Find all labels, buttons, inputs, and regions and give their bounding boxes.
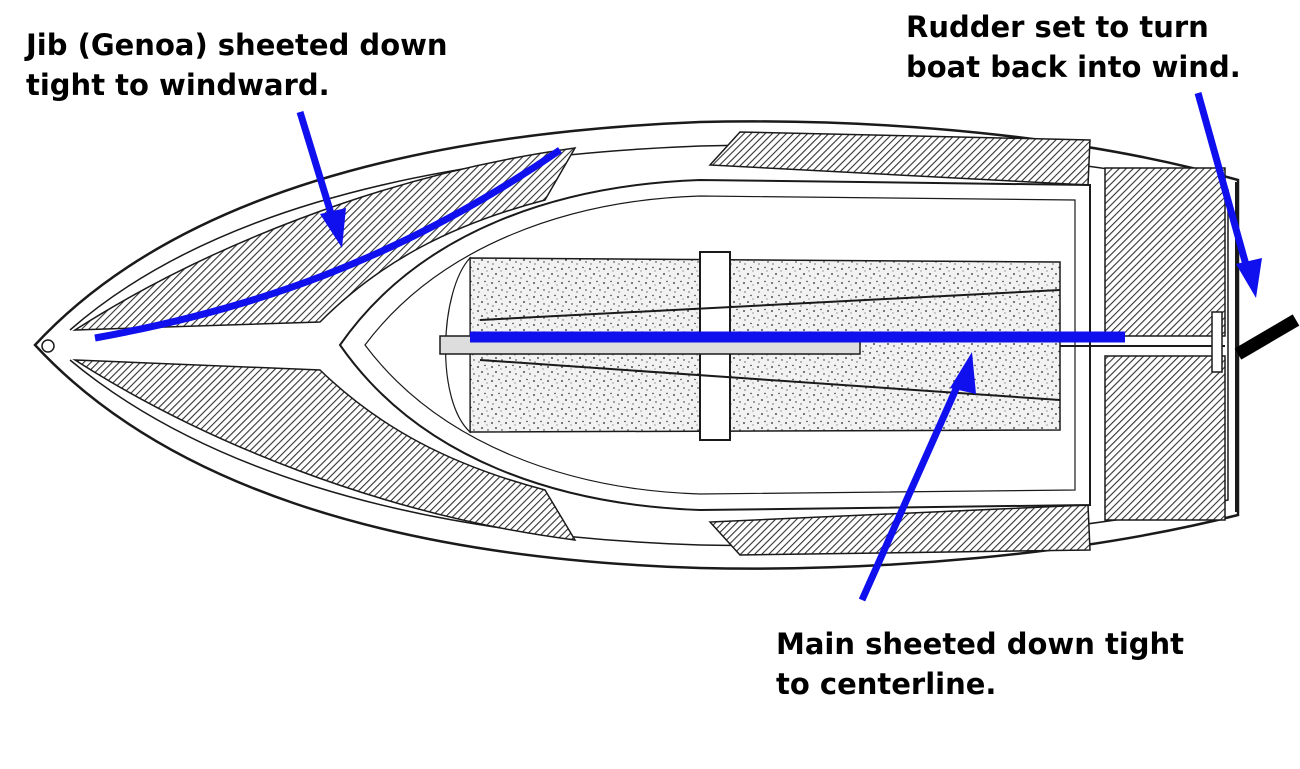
side-deck-panel-lower <box>708 504 1091 556</box>
foredeck-panel-upper <box>72 147 577 331</box>
aft-deck-panel-upper <box>1104 167 1226 337</box>
foredeck-panel-lower <box>72 359 577 541</box>
jib-annotation-label: Jib (Genoa) sheeted down tight to windwa… <box>26 25 448 105</box>
rudder-head <box>1211 311 1223 373</box>
jib-arrow-shaft <box>296 110 337 222</box>
side-deck-panel-upper <box>708 131 1091 186</box>
rudder-annotation-label: Rudder set to turn boat back into wind. <box>906 7 1241 87</box>
jib-annotation-line1: Jib (Genoa) sheeted down <box>26 28 448 62</box>
jib-sheet-line <box>94 147 562 342</box>
jib-annotation-line2: tight to windward. <box>26 68 330 102</box>
hull <box>33 120 1240 570</box>
hiking-strap-lower <box>479 359 1061 401</box>
bow-fitting <box>41 339 55 353</box>
main-annotation-line1: Main sheeted down tight <box>776 627 1185 661</box>
main-arrow-shaft <box>858 378 964 602</box>
rudder-blade <box>1234 314 1300 360</box>
rudder-annotation-line1: Rudder set to turn <box>906 10 1209 44</box>
main-arrow-head <box>950 352 976 394</box>
rudder-arrow-head <box>1236 258 1262 298</box>
rudder-arrow-shaft <box>1194 92 1252 273</box>
hull-inner-outline <box>69 144 1229 547</box>
aft-deck-panel-lower <box>1104 355 1226 521</box>
rudder-annotation-line2: boat back into wind. <box>906 50 1241 84</box>
main-annotation-label: Main sheeted down tight to centerline. <box>776 624 1184 704</box>
hiking-strap-upper <box>479 289 1061 321</box>
jib-arrow-head <box>320 208 346 248</box>
main-annotation-line2: to centerline. <box>776 667 997 701</box>
annotations <box>94 92 1300 602</box>
